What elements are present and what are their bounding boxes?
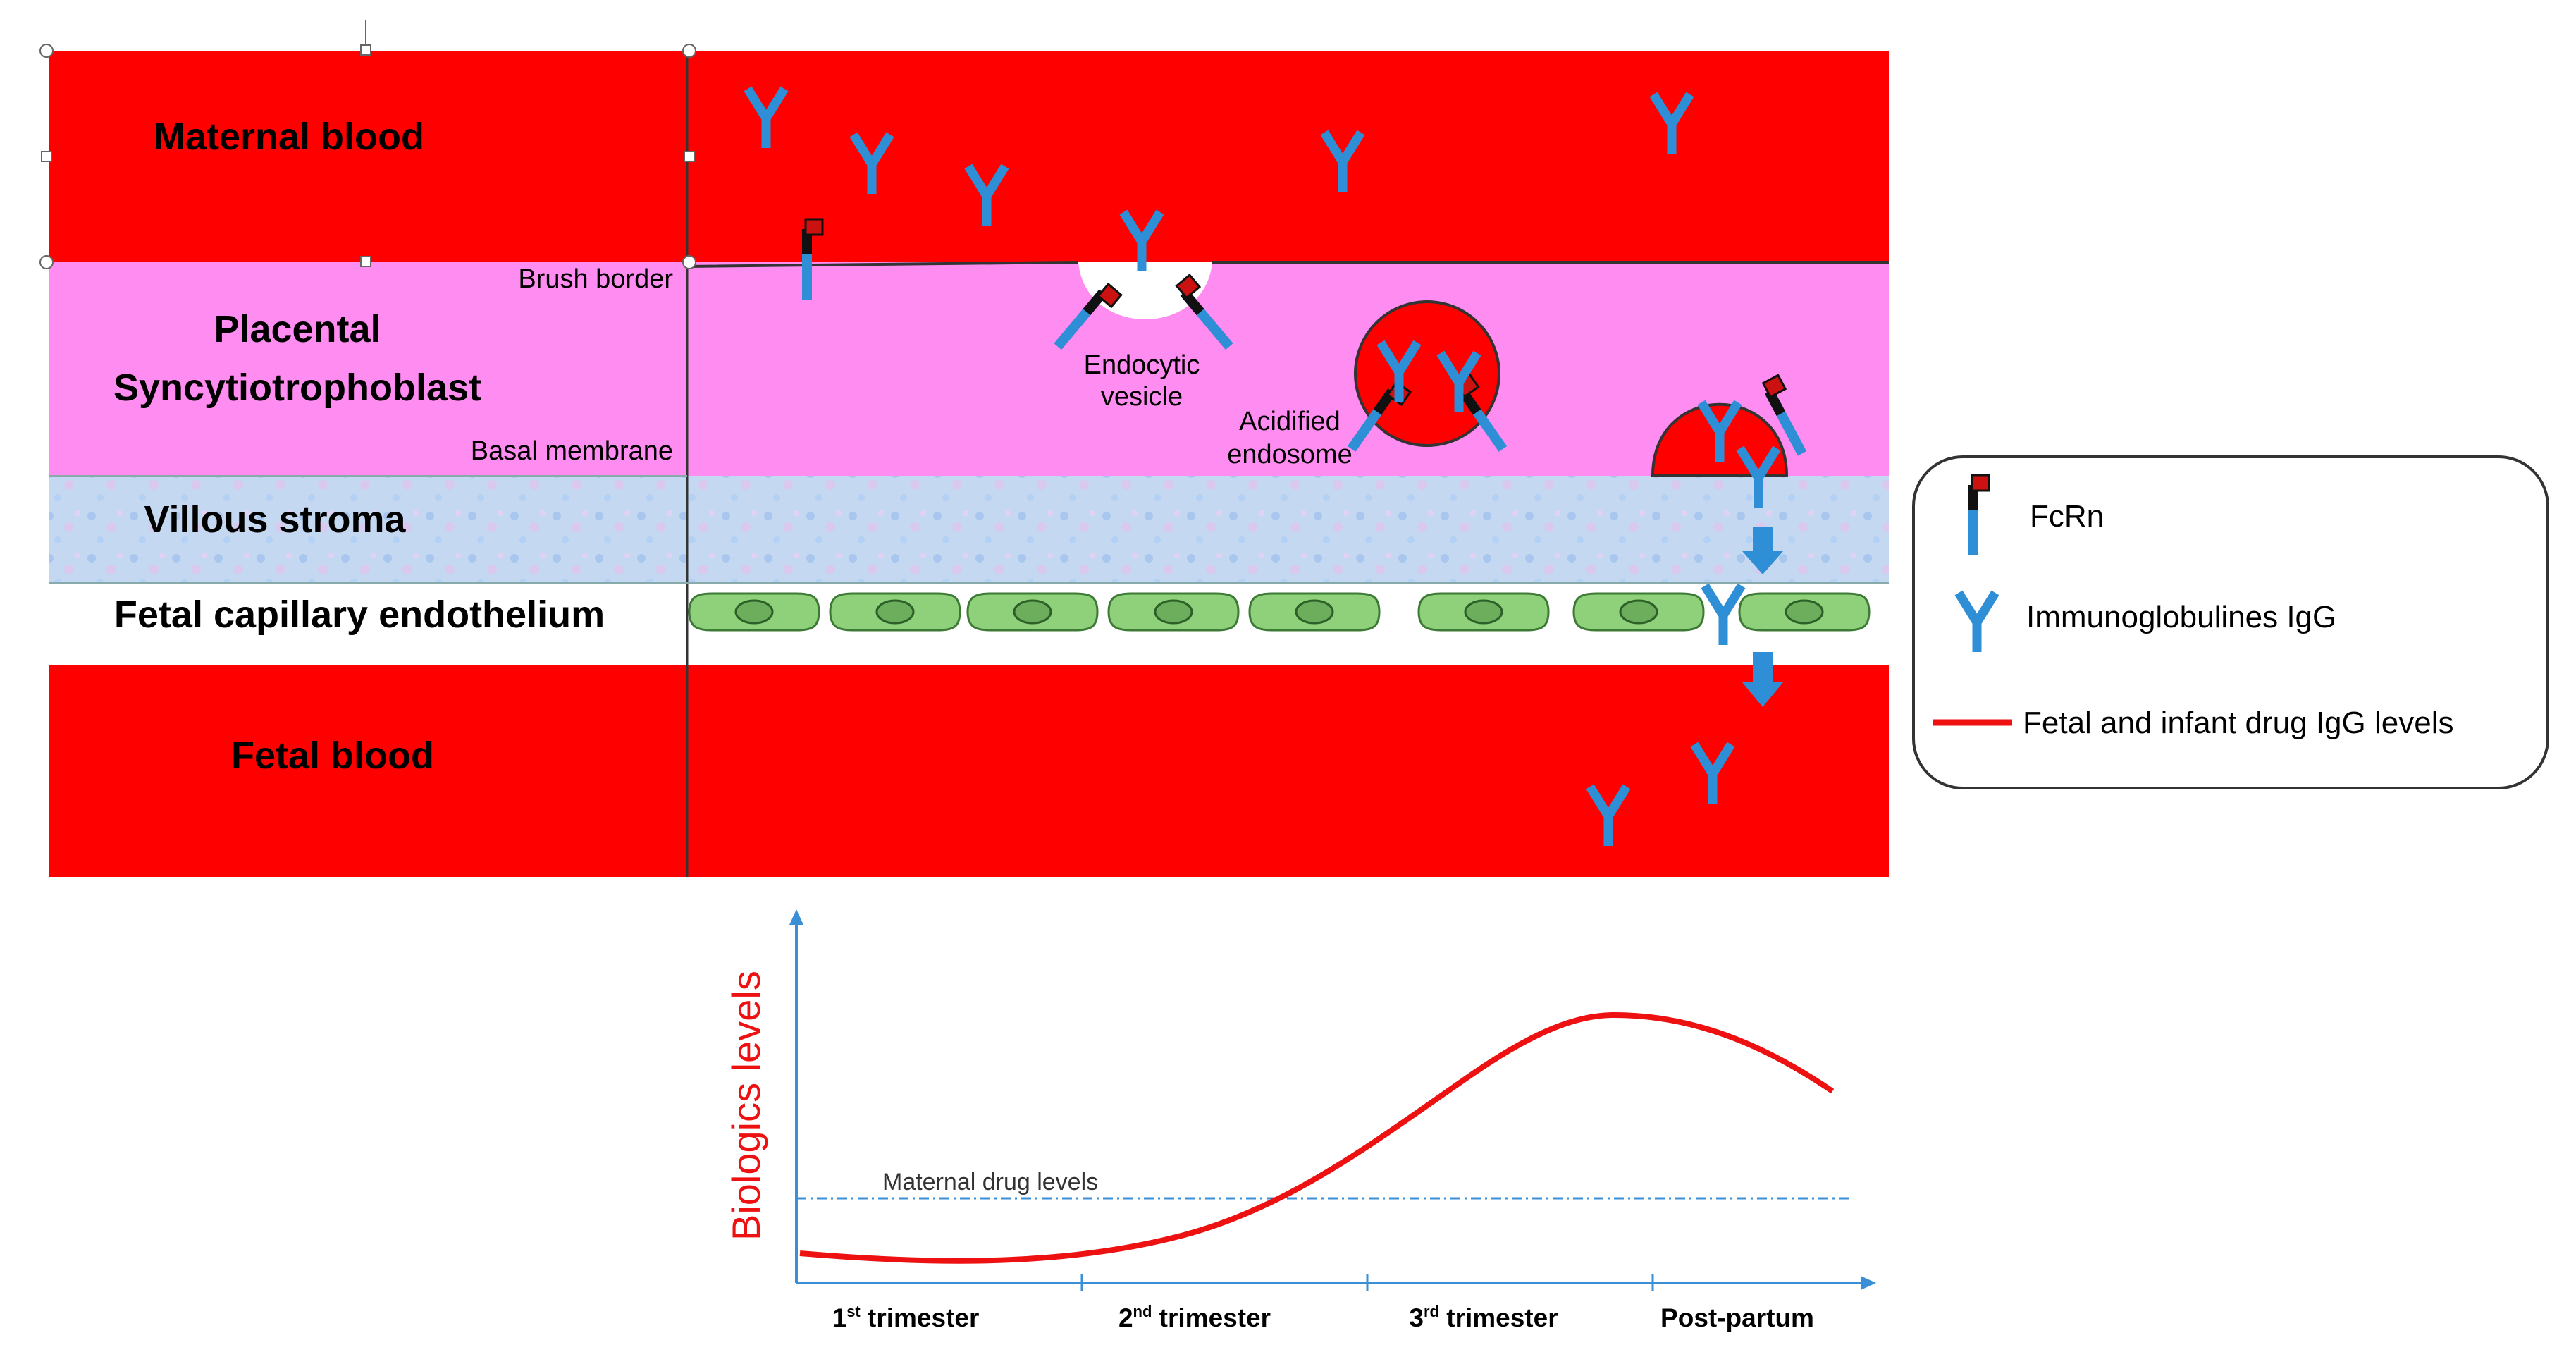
basal-membrane-label: Basal membrane <box>471 436 673 466</box>
fetal-blood-layer <box>49 665 1889 877</box>
tick-label-2: 2nd trimester <box>1118 1303 1271 1332</box>
legend-igg: Immunoglobulines IgG <box>2026 600 2336 634</box>
maternal-level-label: Maternal drug levels <box>882 1169 1098 1196</box>
y-axis-label: Biologics levels <box>724 971 768 1241</box>
villous-stroma-layer <box>49 476 1889 583</box>
maternal-blood-layer <box>49 51 1889 262</box>
brush-border-label: Brush border <box>518 264 673 294</box>
levels-chart: Maternal drug levels Biologics levels 1s… <box>724 909 1876 1332</box>
endocytic-label-1: Endocytic <box>1084 350 1200 380</box>
legend-fcrn: FcRn <box>2030 499 2104 534</box>
fetal-capillary-label: Fetal capillary endothelium <box>114 594 605 636</box>
endothelial-cells <box>688 592 1871 632</box>
acidified-label-2: endosome <box>1227 440 1352 469</box>
tick-label-3: 3rd trimester <box>1409 1303 1558 1332</box>
syncytiotrophoblast-label: Syncytiotrophoblast <box>113 367 481 409</box>
tick-label-1: 1st trimester <box>832 1303 980 1332</box>
tick-label-4: Post-partum <box>1660 1303 1814 1332</box>
fetal-level-curve <box>799 1012 1835 1264</box>
selection-handles <box>39 20 696 269</box>
brush-border-line <box>686 261 1889 268</box>
transfer-arrows <box>1742 527 1783 707</box>
placental-label: Placental <box>214 308 381 350</box>
legend-box <box>1912 455 2549 789</box>
acidified-endosome <box>1354 300 1500 447</box>
villous-stroma-label: Villous stroma <box>144 498 406 541</box>
acidified-label-1: Acidified <box>1239 407 1341 436</box>
fetal-blood-label: Fetal blood <box>231 735 434 777</box>
legend-curve: Fetal and infant drug IgG levels <box>2023 706 2453 740</box>
endocytic-label-2: vesicle <box>1101 382 1183 412</box>
maternal-blood-label: Maternal blood <box>154 116 424 158</box>
